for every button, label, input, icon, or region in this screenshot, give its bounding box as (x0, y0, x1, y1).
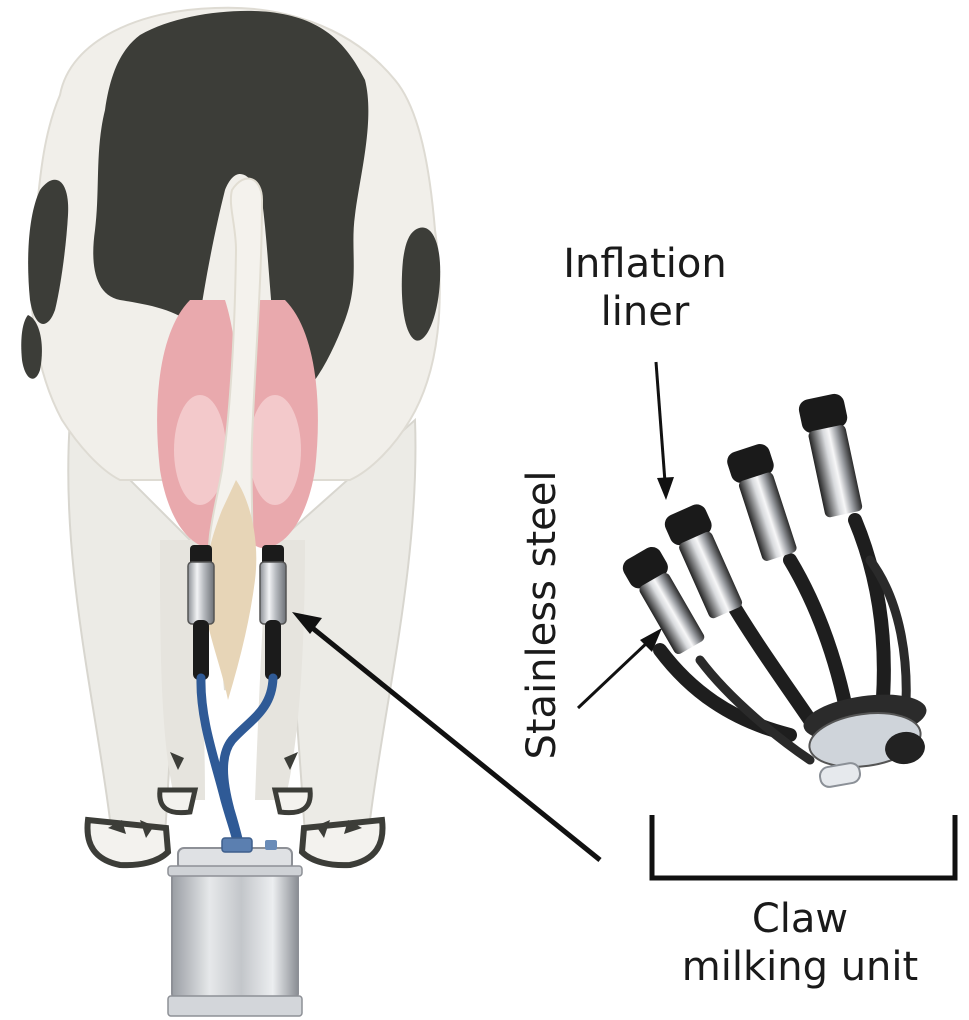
hoof-right (302, 820, 383, 865)
cow-illustration (21, 8, 440, 865)
bucket-body (172, 868, 298, 998)
arrow-inflation-liner-head (657, 477, 674, 500)
bucket-base (168, 996, 302, 1016)
milk-bucket (168, 838, 302, 1016)
claw-outlet-nozzle (819, 762, 862, 789)
arrow-inflation-liner (656, 362, 665, 482)
claw-cup-3 (725, 441, 802, 563)
claw-bracket (652, 815, 955, 878)
cow-cup-left-steel (188, 562, 214, 624)
udder-highlight-right (249, 395, 301, 505)
milking-claw-photo (619, 392, 929, 788)
label-stainless-steel: Stainless steel (518, 465, 566, 765)
cow-cup-right-hose (265, 620, 281, 680)
hoof-left (87, 820, 168, 865)
label-claw-milking-unit: Claw milking unit (640, 895, 960, 991)
bucket-lid-gauge (265, 840, 277, 850)
cow-cup-right-steel (260, 562, 286, 624)
label-stainless-steel-wrap: Stainless steel (518, 465, 566, 765)
cow-cup-left-hose (193, 620, 209, 680)
label-inflation-liner-line2: liner (540, 288, 750, 336)
label-claw-line1: Claw (640, 895, 960, 943)
hoof-inner-right (275, 790, 310, 813)
hoof-inner-left (160, 790, 195, 813)
label-inflation-liner-line1: Inflation (540, 240, 750, 288)
label-inflation-liner: Inflation liner (540, 240, 750, 336)
bucket-lid-fitting (222, 838, 252, 852)
claw-cup-4 (797, 392, 867, 519)
label-claw-line2: milking unit (640, 943, 960, 991)
bucket-rim-top (168, 866, 302, 876)
arrow-stainless-steel (578, 640, 650, 708)
